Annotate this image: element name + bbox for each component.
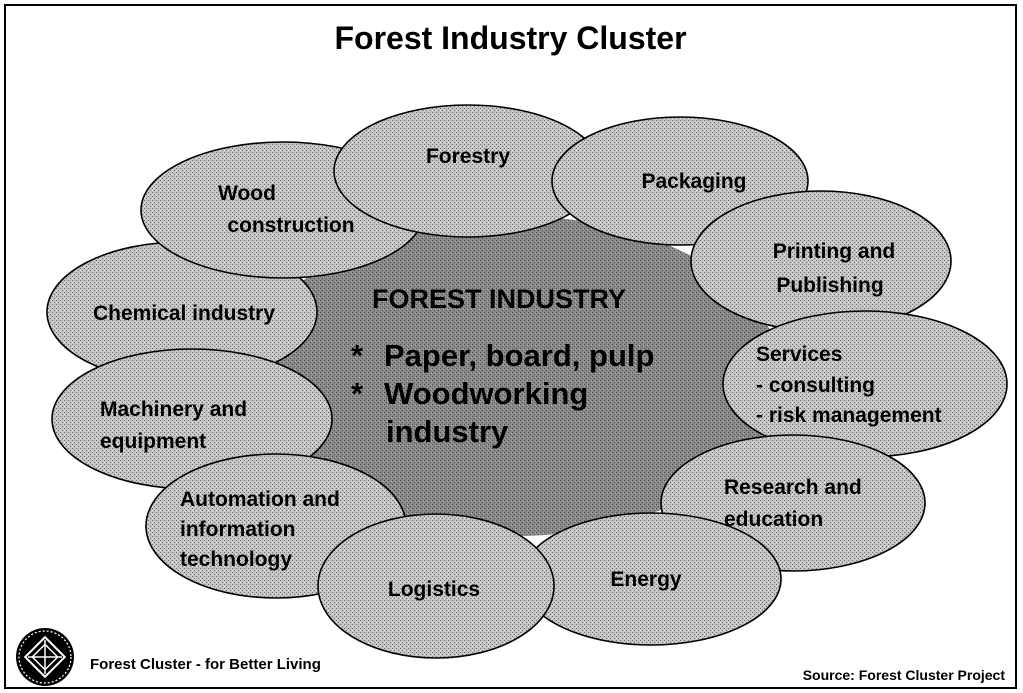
label-wood-2: construction bbox=[227, 214, 354, 237]
label-automation-2: information bbox=[180, 518, 296, 541]
footer-slogan: Forest Cluster - for Better Living bbox=[90, 656, 321, 673]
center-bullet-1: * bbox=[351, 338, 364, 373]
label-packaging: Packaging bbox=[641, 170, 746, 193]
label-wood-1: Wood bbox=[218, 182, 276, 205]
oval-logistics bbox=[317, 513, 555, 659]
label-printing-1: Printing and bbox=[773, 240, 896, 263]
label-machinery-1: Machinery and bbox=[100, 398, 247, 421]
forest-cluster-logo-icon bbox=[16, 628, 74, 686]
center-item-2-line-2: industry bbox=[386, 414, 509, 449]
center-bullet-2: * bbox=[351, 376, 364, 411]
cluster-diagram: FOREST INDUSTRY * Paper, board, pulp * W… bbox=[46, 104, 1008, 659]
label-automation-3: technology bbox=[180, 548, 292, 571]
label-automation-1: Automation and bbox=[180, 488, 340, 511]
center-heading: FOREST INDUSTRY bbox=[372, 284, 626, 314]
label-machinery-2: equipment bbox=[100, 430, 206, 453]
label-forestry: Forestry bbox=[426, 145, 510, 168]
center-item-2-line-1: Woodworking bbox=[384, 376, 588, 411]
center-blob bbox=[251, 216, 781, 536]
label-services-3: - risk management bbox=[756, 404, 942, 427]
slide-title: Forest Industry Cluster bbox=[334, 20, 687, 56]
label-logistics: Logistics bbox=[388, 578, 480, 601]
label-research-2: education bbox=[724, 508, 823, 531]
footer-source: Source: Forest Cluster Project bbox=[802, 667, 1005, 683]
label-energy: Energy bbox=[610, 568, 682, 591]
label-chemical: Chemical industry bbox=[93, 302, 275, 325]
label-research-1: Research and bbox=[724, 476, 862, 499]
label-services-1: Services bbox=[756, 343, 842, 366]
center-item-1: Paper, board, pulp bbox=[384, 338, 654, 373]
label-printing-2: Publishing bbox=[776, 274, 883, 297]
slide-frame: Forest Industry Cluster bbox=[4, 4, 1017, 689]
label-services-2: - consulting bbox=[756, 374, 875, 397]
